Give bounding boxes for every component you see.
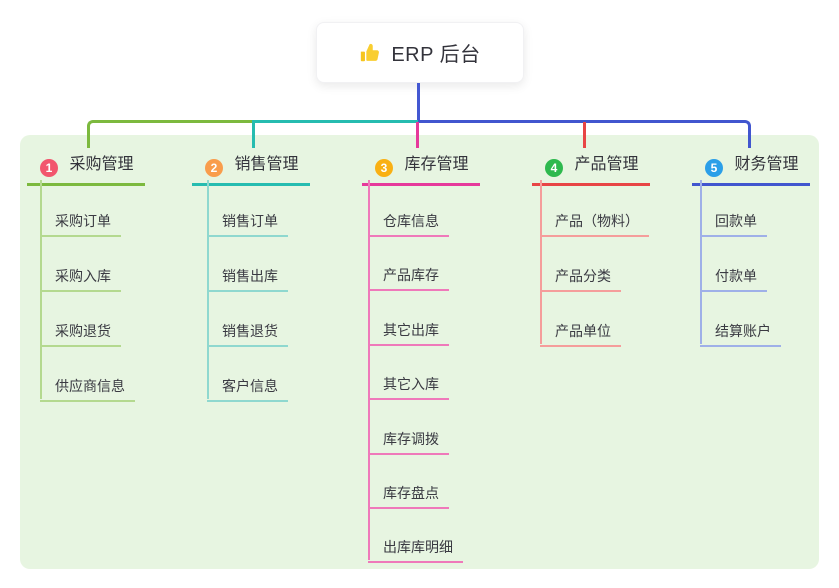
branch-spine [368,180,370,560]
branch-label: 采购管理 [69,156,134,173]
child-node[interactable]: 销售出库 [207,266,288,292]
connector-drop-sales [252,120,255,148]
branch-number-badge: 4 [545,159,563,177]
branch-spine [700,180,702,344]
child-label: 客户信息 [222,378,278,394]
child-label: 产品单位 [555,323,611,339]
connector-root [417,83,420,122]
connector-bus-left [87,120,254,148]
child-label: 产品（物料） [555,213,639,229]
child-node[interactable]: 产品（物料） [540,211,649,237]
connector-bus-right [418,120,751,148]
thumbs-up-icon [359,42,381,64]
branch-header-inventory[interactable]: 3 库存管理 [362,150,481,186]
branch-number-badge: 3 [375,159,393,177]
branch-label: 财务管理 [734,156,799,173]
child-node[interactable]: 采购入库 [40,266,121,292]
branch-header-finance[interactable]: 5 财务管理 [692,150,811,186]
branch-purchase: 1 采购管理 采购订单 采购入库 采购退货 供应商信息 [27,150,146,402]
branch-spine [207,180,209,399]
branch-inventory: 3 库存管理 仓库信息 产品库存 其它出库 其它入库 库存调拨 库存盘点 出库库… [362,150,481,563]
child-label: 产品库存 [383,267,439,283]
child-label: 其它出库 [383,322,439,338]
branch-label: 产品管理 [574,156,639,173]
child-label: 库存盘点 [383,485,439,501]
connector-bus-mid [254,120,418,123]
child-node[interactable]: 仓库信息 [368,211,449,237]
child-node[interactable]: 库存调拨 [368,429,449,455]
child-node[interactable]: 付款单 [700,266,767,292]
branch-sales: 2 销售管理 销售订单 销售出库 销售退货 客户信息 [192,150,311,402]
connector-drop-product [583,122,586,148]
root-label: ERP 后台 [391,44,481,66]
child-label: 付款单 [715,268,757,284]
branch-header-product[interactable]: 4 产品管理 [532,150,651,186]
child-label: 回款单 [715,213,757,229]
branch-number-badge: 5 [705,159,723,177]
child-node[interactable]: 结算账户 [700,321,781,347]
branch-finance: 5 财务管理 回款单 付款单 结算账户 [692,150,811,347]
child-node[interactable]: 出库库明细 [368,537,463,563]
child-node[interactable]: 客户信息 [207,376,288,402]
child-node[interactable]: 采购退货 [40,321,121,347]
branch-label: 库存管理 [404,156,469,173]
child-node[interactable]: 回款单 [700,211,767,237]
child-node[interactable]: 其它出库 [368,320,449,346]
child-label: 库存调拨 [383,431,439,447]
child-label: 仓库信息 [383,213,439,229]
child-node[interactable]: 产品分类 [540,266,621,292]
child-label: 采购订单 [55,213,111,229]
child-label: 供应商信息 [55,378,125,394]
connector-drop-inventory [416,122,419,148]
branch-header-sales[interactable]: 2 销售管理 [192,150,311,186]
child-label: 其它入库 [383,376,439,392]
child-label: 采购退货 [55,323,111,339]
child-node[interactable]: 销售订单 [207,211,288,237]
child-label: 出库库明细 [383,539,453,555]
branch-product: 4 产品管理 产品（物料） 产品分类 产品单位 [532,150,651,347]
branch-number-badge: 2 [205,159,223,177]
branch-spine [540,180,542,344]
child-node[interactable]: 库存盘点 [368,483,449,509]
child-label: 结算账户 [715,323,771,339]
child-node[interactable]: 供应商信息 [40,376,135,402]
branch-spine [40,180,42,399]
child-label: 销售订单 [222,213,278,229]
child-node[interactable]: 产品单位 [540,321,621,347]
child-node[interactable]: 销售退货 [207,321,288,347]
child-node[interactable]: 采购订单 [40,211,121,237]
branch-number-badge: 1 [40,159,58,177]
child-label: 采购入库 [55,268,111,284]
branch-header-purchase[interactable]: 1 采购管理 [27,150,146,186]
child-node[interactable]: 产品库存 [368,265,449,291]
mindmap-panel [20,135,819,569]
child-label: 销售出库 [222,268,278,284]
child-label: 销售退货 [222,323,278,339]
child-node[interactable]: 其它入库 [368,374,449,400]
branch-label: 销售管理 [234,156,299,173]
child-label: 产品分类 [555,268,611,284]
root-node[interactable]: ERP 后台 [316,22,524,83]
